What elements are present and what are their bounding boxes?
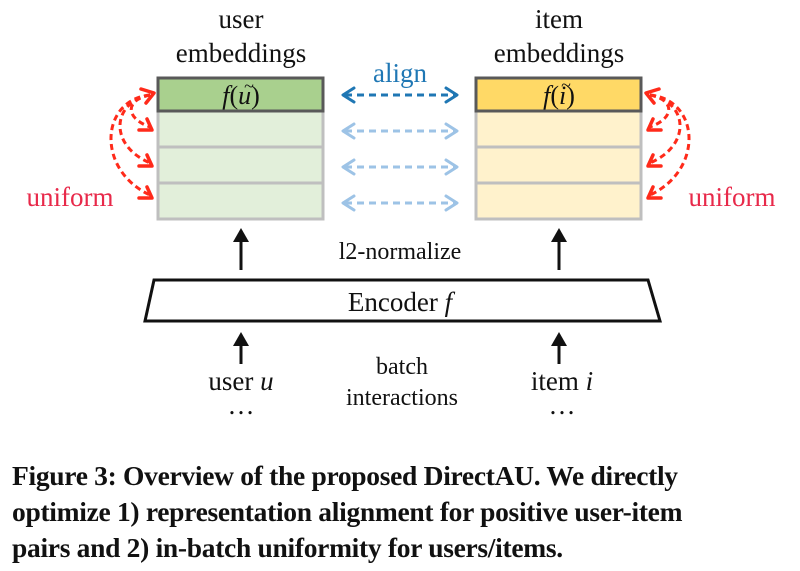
caption-line: pairs and 2) in-batch uniformity for use… — [12, 532, 563, 563]
item-input-label: item i — [531, 366, 593, 396]
align-arrow-secondary — [341, 194, 459, 212]
user-input-label: user u — [208, 366, 273, 396]
up-arrow-item-output — [551, 228, 567, 270]
encoder-block — [143, 278, 663, 323]
user-embeddings-title-line1: user — [219, 4, 264, 34]
user-embedding-table: f(u) ~ — [156, 76, 325, 221]
user-embedding-header — [156, 76, 325, 113]
up-arrow-user-output — [233, 228, 249, 270]
user-embeddings-title-line2: embeddings — [176, 38, 306, 68]
user-embedding-row — [156, 181, 325, 221]
encoder-label: Encoder f — [348, 287, 456, 317]
item-embedding-row — [474, 181, 643, 221]
uniform-label-left: uniform — [27, 182, 114, 212]
uniform-arrowheads-left — [137, 87, 156, 200]
up-arrow-item-input — [551, 332, 567, 364]
item-input-ellipsis: … — [549, 390, 576, 420]
uniform-arrows-left — [109, 93, 151, 197]
item-embeddings-title-line1: item — [535, 4, 583, 34]
item-embedding-row — [474, 109, 643, 149]
uniform-arrows-right — [649, 93, 691, 197]
item-embedding-table: f(i) ~ — [474, 75, 643, 221]
align-arrow-secondary — [341, 158, 459, 176]
uniform-arrowheads-right — [644, 87, 663, 200]
up-arrow-user-input — [233, 332, 249, 364]
user-embedding-header-label: f(u) — [222, 81, 260, 110]
align-arrow-secondary — [341, 122, 459, 140]
item-embedding-header-label: f(i) — [543, 81, 575, 110]
item-embedding-row — [474, 145, 643, 185]
user-embedding-row — [156, 145, 325, 185]
l2-normalize-label: l2-normalize — [339, 239, 462, 265]
batch-label-line1: batch — [376, 354, 428, 380]
tilde-mark: ~ — [244, 76, 254, 96]
caption-line: Figure 3: Overview of the proposed Direc… — [12, 460, 678, 491]
caption-line: optimize 1) representation alignment for… — [12, 496, 683, 527]
item-embedding-header — [474, 76, 643, 113]
user-input-ellipsis: … — [228, 390, 255, 420]
user-embedding-row — [156, 109, 325, 149]
item-embeddings-title-line2: embeddings — [494, 38, 624, 68]
align-arrow-primary — [341, 86, 459, 104]
uniform-label-right: uniform — [689, 182, 776, 212]
align-label: align — [373, 58, 427, 88]
figure-caption: Figure 3: Overview of the proposed Direc… — [12, 458, 792, 566]
directau-overview-diagram: user embeddings f(u) ~ item embeddings f… — [27, 4, 776, 420]
batch-label-line2: interactions — [346, 385, 458, 411]
tilde-mark: ~ — [561, 75, 571, 95]
